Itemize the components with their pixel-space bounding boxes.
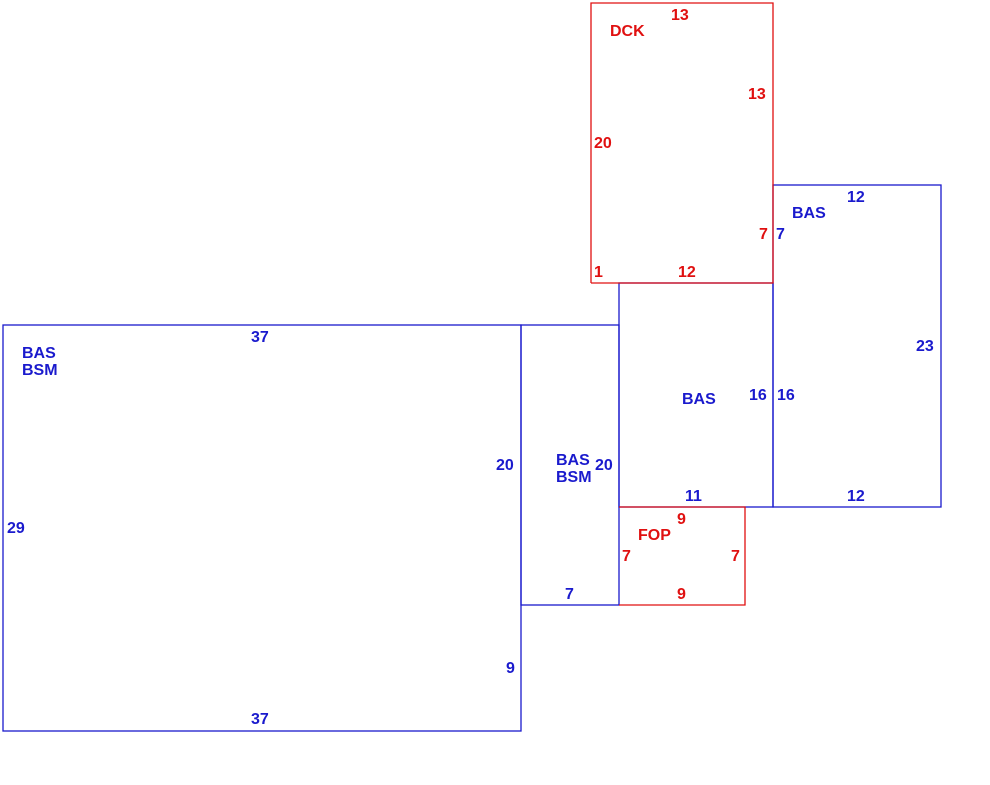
east-bas-top-dimension: 12	[847, 189, 865, 206]
center-bas-bottom-dimension: 11	[685, 488, 702, 505]
main-bsm-bottom-dimension: 37	[251, 711, 269, 728]
deck-left-lower-dimension: 1	[594, 264, 603, 281]
center-bas-right-dimension: 16	[749, 387, 767, 404]
deck-code: DCK	[610, 23, 645, 40]
connector-bsm-right-dimension: 20	[595, 457, 613, 474]
deck-right-lower-dimension: 7	[759, 226, 768, 243]
center-bas-code: BAS	[682, 391, 716, 408]
porch-right-dimension: 7	[731, 548, 740, 565]
porch-top-dimension: 9	[677, 511, 686, 528]
main-bsm-code-2: BSM	[22, 362, 58, 379]
east-bas-bottom-dimension: 12	[847, 488, 865, 505]
connector-bsm-bottom-dimension: 7	[565, 586, 574, 603]
main-bsm-code-1: BAS	[22, 345, 56, 362]
east-bas-left-upper-dimension: 7	[776, 226, 785, 243]
porch-bottom-dimension: 9	[677, 586, 686, 603]
east-bas-code: BAS	[792, 205, 826, 222]
connector-bsm-code-1: BAS	[556, 452, 590, 469]
deck-bottom-dimension: 12	[678, 264, 696, 281]
main-bsm-outline	[2, 324, 522, 732]
connector-bsm-code-2: BSM	[556, 469, 592, 486]
main-bsm-right-upper-dimension: 20	[496, 457, 514, 474]
deck-left-dimension: 20	[594, 135, 612, 152]
porch-left-dimension: 7	[622, 548, 631, 565]
porch-code: FOP	[638, 527, 671, 544]
east-bas-outline	[772, 184, 942, 508]
deck-outline	[590, 2, 774, 284]
east-bas-left-lower-dimension: 16	[777, 387, 795, 404]
main-bsm-right-lower-dimension: 9	[506, 660, 515, 677]
main-bsm-left-dimension: 29	[7, 520, 25, 537]
deck-right-upper-dimension: 13	[748, 86, 766, 103]
porch-outline	[619, 506, 746, 606]
east-bas-right-dimension: 23	[916, 338, 934, 355]
main-bsm-top-dimension: 37	[251, 329, 269, 346]
deck-top-dimension: 13	[671, 7, 689, 24]
